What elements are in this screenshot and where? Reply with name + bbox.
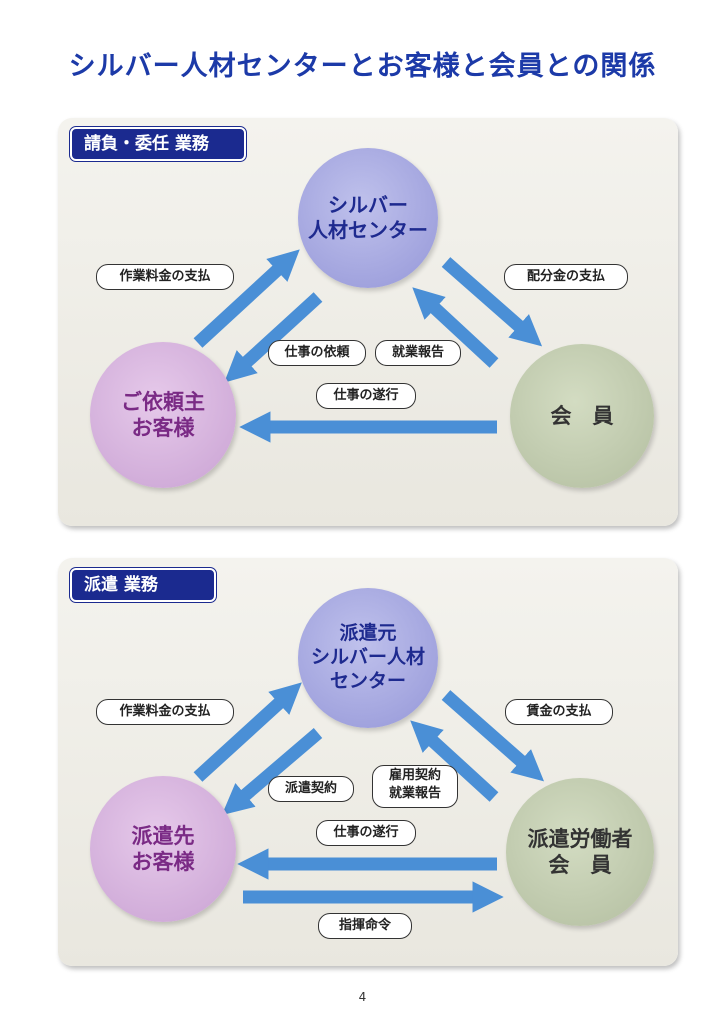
- circle-line: シルバー人材: [310, 646, 425, 669]
- circle-line: お客様: [131, 416, 195, 440]
- arrow-center-to-dest: [221, 728, 323, 816]
- arrow-center-to-member: [441, 257, 543, 347]
- circle-silver-center: シルバー 人材センター: [298, 148, 438, 288]
- page-title: シルバー人材センターとお客様と会員との関係: [68, 51, 657, 82]
- circle-line: センター: [329, 669, 406, 692]
- label-wage-payment: 賃金の支払: [505, 699, 613, 725]
- label-line: 就業報告: [388, 786, 441, 801]
- label-employment-report: 雇用契約 就業報告: [372, 765, 458, 808]
- circle-line: 会 員: [548, 853, 612, 877]
- label-line: 雇用契約: [388, 768, 441, 783]
- label-work-execution-2: 仕事の遂行: [316, 820, 416, 846]
- label-work-fee-payment: 作業料金の支払: [96, 264, 234, 290]
- label-work-execution: 仕事の遂行: [316, 383, 416, 409]
- arrow-client-to-center: [193, 249, 300, 348]
- arrow-center-to-client: [224, 292, 323, 383]
- arrow-center-to-worker: [441, 690, 545, 782]
- circle-line: 派遣元: [339, 622, 397, 645]
- circle-line: 会 員: [550, 403, 614, 428]
- arrow-dest-to-center: [193, 682, 302, 782]
- arrow-member-to-center: [412, 287, 499, 368]
- arrow-worker-to-center: [410, 720, 499, 802]
- section-tag-haken: 派遣 業務: [70, 568, 216, 602]
- circle-dispatched-worker: 派遣労働者 会 員: [506, 778, 654, 926]
- circle-client: ご依頼主 お客様: [90, 342, 236, 488]
- label-dispatch-contract: 派遣契約: [268, 776, 354, 802]
- circle-dispatch-origin: 派遣元 シルバー人材 センター: [298, 588, 438, 728]
- circle-line: シルバー: [328, 193, 408, 217]
- circle-line: 派遣労働者: [527, 826, 633, 851]
- section-tag-ukeoi: 請負・委任 業務: [70, 127, 246, 161]
- circle-member: 会 員: [510, 344, 654, 488]
- circle-line: ご依頼主: [121, 389, 205, 414]
- label-work-fee-payment-2: 作業料金の支払: [96, 699, 234, 725]
- circle-line: お客様: [131, 850, 195, 874]
- label-work-request: 仕事の依頼: [268, 340, 366, 366]
- circle-line: 派遣先: [131, 823, 195, 848]
- circle-dispatch-destination: 派遣先 お客様: [90, 776, 236, 922]
- label-allocation-payment: 配分金の支払: [504, 264, 628, 290]
- label-command-order: 指揮命令: [318, 913, 412, 939]
- page-number: 4: [358, 990, 367, 1004]
- label-work-report: 就業報告: [375, 340, 461, 366]
- circle-line: 人材センター: [308, 218, 428, 242]
